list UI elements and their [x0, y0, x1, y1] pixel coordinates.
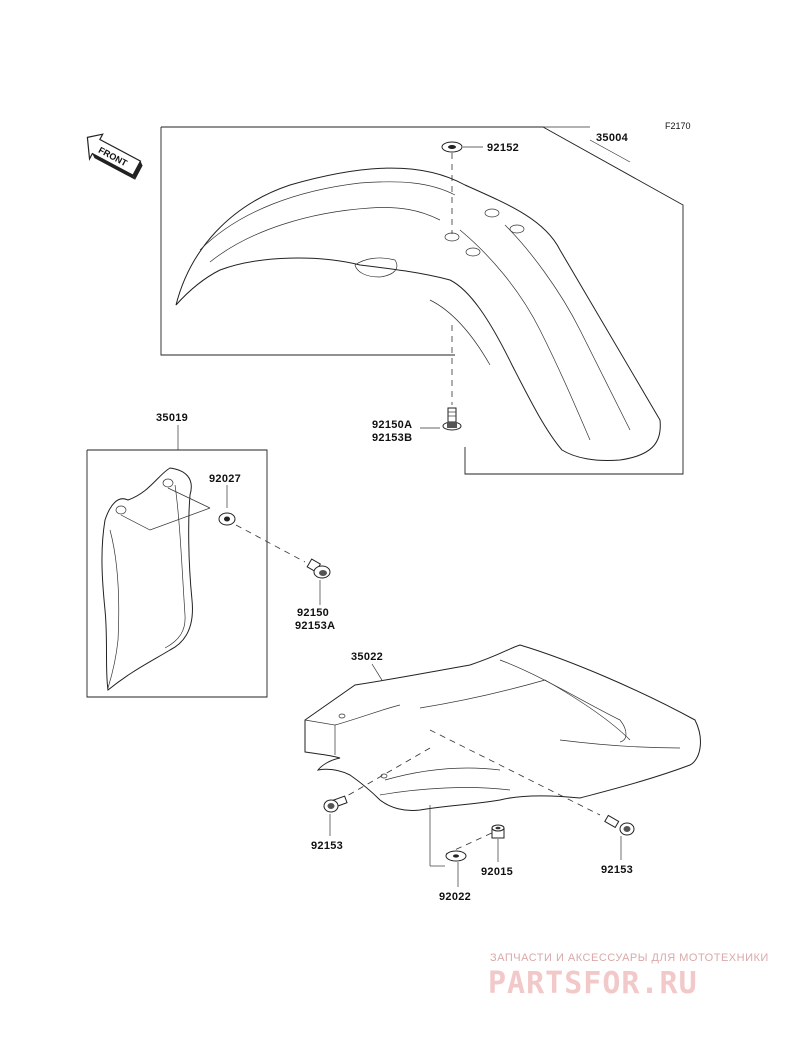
washer-92022: [445, 850, 467, 887]
bolt-92153-left: [323, 795, 348, 836]
washer-92027: [218, 485, 306, 563]
diagram-code: F2170: [665, 121, 691, 131]
front-fender-frame: [160, 126, 684, 475]
front-arrow-icon: FRONT: [86, 133, 143, 180]
label-35019: 35019: [156, 412, 188, 424]
label-35004: 35004: [596, 132, 629, 144]
label-92150: 92150: [297, 607, 329, 619]
bolt-92150A: [420, 325, 462, 431]
nut-92015: [491, 824, 505, 862]
label-92027: 92027: [209, 473, 241, 485]
label-35022: 35022: [351, 651, 383, 663]
label-92153B: 92153B: [372, 432, 412, 444]
fastener-bracket: [429, 805, 495, 867]
bolt-92153-right: [604, 814, 635, 860]
watermark-logo: PARTSFOR.RU: [488, 966, 698, 1001]
fork-guard-part: [101, 467, 211, 691]
label-92153-right: 92153: [601, 864, 633, 876]
label-92022: 92022: [439, 891, 471, 903]
label-92153A: 92153A: [295, 620, 335, 632]
label-92153-left: 92153: [311, 840, 343, 852]
watermark-tagline: ЗАПЧАСТИ И АКСЕССУАРЫ ДЛЯ МОТОТЕХНИКИ: [490, 952, 769, 964]
fork-guard-frame: [86, 425, 268, 698]
label-92015: 92015: [481, 866, 513, 878]
front-fender-part: [175, 167, 661, 461]
washer-92152: [441, 141, 483, 234]
label-92150A: 92150A: [372, 419, 412, 431]
bolt-92150: [306, 558, 331, 605]
rear-fender-part: [304, 644, 701, 816]
label-92152: 92152: [487, 142, 519, 154]
